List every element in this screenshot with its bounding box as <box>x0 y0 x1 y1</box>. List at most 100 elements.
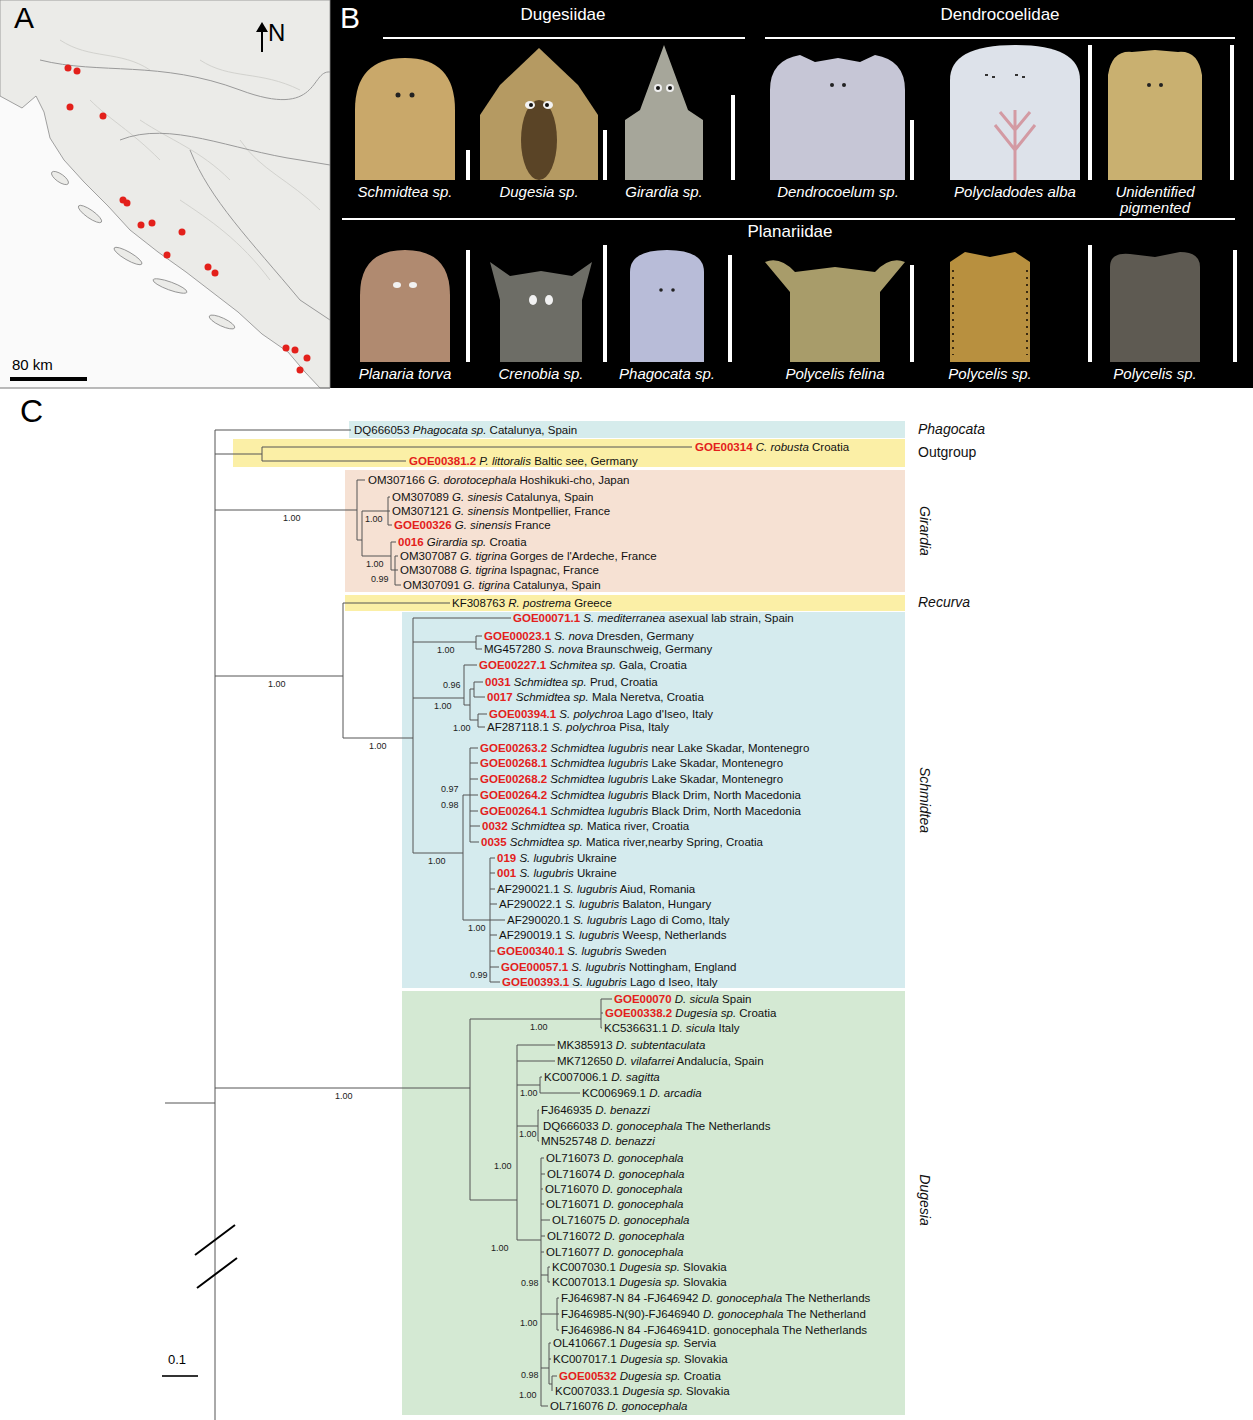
tip-label: FJ646987-N 84 -FJ646942 D. gonocephala T… <box>561 1291 870 1305</box>
text-run <box>683 836 686 848</box>
text-run: R. <box>508 597 520 609</box>
text-run: D. <box>671 1022 683 1034</box>
text-run: France <box>574 505 610 517</box>
text-run: Greece <box>574 597 612 609</box>
text-run: S. <box>571 961 582 973</box>
text-run: GOE00071.1 <box>513 612 580 624</box>
text-run: Germany <box>665 643 712 655</box>
text-run <box>681 1370 684 1382</box>
sampling-site <box>65 65 72 72</box>
text-run <box>574 867 577 879</box>
text-run <box>574 883 577 895</box>
text-run: GOE00394.1 <box>489 708 556 720</box>
text-run: see, <box>565 455 587 467</box>
text-run <box>719 757 722 769</box>
tree-branch <box>165 430 692 1420</box>
family-name: Dugesiidae <box>520 6 605 24</box>
text-run <box>698 1292 701 1304</box>
map-land <box>0 0 330 388</box>
text-run: Hungary <box>668 898 711 910</box>
text-run: polychroa <box>573 708 623 720</box>
text-run: G. <box>452 491 464 503</box>
text-run <box>457 564 460 576</box>
text-run <box>589 691 592 703</box>
text-run: Spain <box>734 1055 763 1067</box>
text-run: D. <box>609 1214 621 1226</box>
text-run <box>621 820 624 832</box>
text-run <box>661 1087 664 1099</box>
text-run: Spain <box>722 993 751 1005</box>
text-run <box>597 659 600 671</box>
text-run <box>560 883 563 895</box>
text-run <box>410 424 413 436</box>
text-run <box>570 708 573 720</box>
north-arrow <box>261 30 263 52</box>
planarian-head <box>950 45 1080 180</box>
text-run <box>623 708 626 720</box>
text-run <box>623 1071 626 1083</box>
text-run: l'Ardeche, <box>567 550 618 562</box>
text-run <box>582 961 585 973</box>
north-arrow-head <box>256 22 268 32</box>
sampling-site <box>124 200 131 207</box>
text-run <box>647 659 650 671</box>
text-run: sicula <box>686 1022 715 1034</box>
text-run <box>643 630 646 642</box>
text-run: Schmidtea <box>550 805 604 817</box>
text-run: D. <box>600 1135 612 1147</box>
posterior-value: 1.00 <box>437 645 455 655</box>
text-run <box>656 914 659 926</box>
text-run: postrema <box>523 597 571 609</box>
family-name: Planariidae <box>747 223 832 241</box>
text-run: arcadia <box>664 1087 702 1099</box>
text-run <box>710 805 713 817</box>
planarian-head <box>545 295 553 305</box>
text-run <box>648 773 651 785</box>
family-rule <box>342 218 1235 220</box>
text-run: Girardia <box>427 536 468 548</box>
map-relief <box>90 100 160 160</box>
text-run: near <box>651 742 674 754</box>
text-run: gonocephala <box>619 1168 685 1180</box>
planarian-head <box>830 83 834 87</box>
posterior-value: 1.00 <box>283 513 301 523</box>
planarian-head <box>995 110 1035 180</box>
text-run: D. <box>603 1152 615 1164</box>
text-run <box>601 1168 604 1180</box>
text-run <box>661 1276 664 1288</box>
photo-scale-bar <box>1088 245 1092 362</box>
tip-label: GOE00268.1 Schmidtea lugubris Lake Skada… <box>480 756 783 770</box>
text-run: sp. <box>571 676 586 688</box>
text-run <box>551 630 554 642</box>
text-run <box>562 455 565 467</box>
text-run <box>457 550 460 562</box>
text-run <box>548 550 551 562</box>
planarian-head <box>770 55 905 180</box>
text-run: Weesp, <box>622 929 661 941</box>
text-run: Netherlands <box>805 1324 867 1336</box>
text-run: sp. <box>665 1261 680 1273</box>
planarian-head <box>355 58 455 180</box>
map-panel <box>0 0 330 388</box>
text-run <box>784 1308 787 1320</box>
text-run <box>614 1198 617 1210</box>
text-run: G. <box>463 579 475 591</box>
text-run <box>727 612 730 624</box>
tip-label: GOE00070 D. sicula Spain <box>614 992 751 1006</box>
text-run <box>680 805 683 817</box>
species-caption: Planaria torva <box>359 366 452 382</box>
text-run <box>620 836 623 848</box>
tree-scale-bar <box>162 1375 198 1377</box>
text-run: Lago <box>630 914 656 926</box>
photo-scale-bar <box>1230 45 1234 180</box>
text-run <box>507 836 510 848</box>
text-run: Servia <box>683 1337 716 1349</box>
text-run: OL716075 <box>552 1214 606 1226</box>
text-run <box>569 976 572 988</box>
sampling-site <box>149 220 156 227</box>
text-run: G. <box>428 474 440 486</box>
text-run: gonocephala <box>713 1324 779 1336</box>
text-run: AF287118.1 <box>487 721 549 733</box>
tip-label: KC007013.1 Dugesia sp. Slovakia <box>552 1275 727 1289</box>
text-run: Spring, <box>686 836 722 848</box>
